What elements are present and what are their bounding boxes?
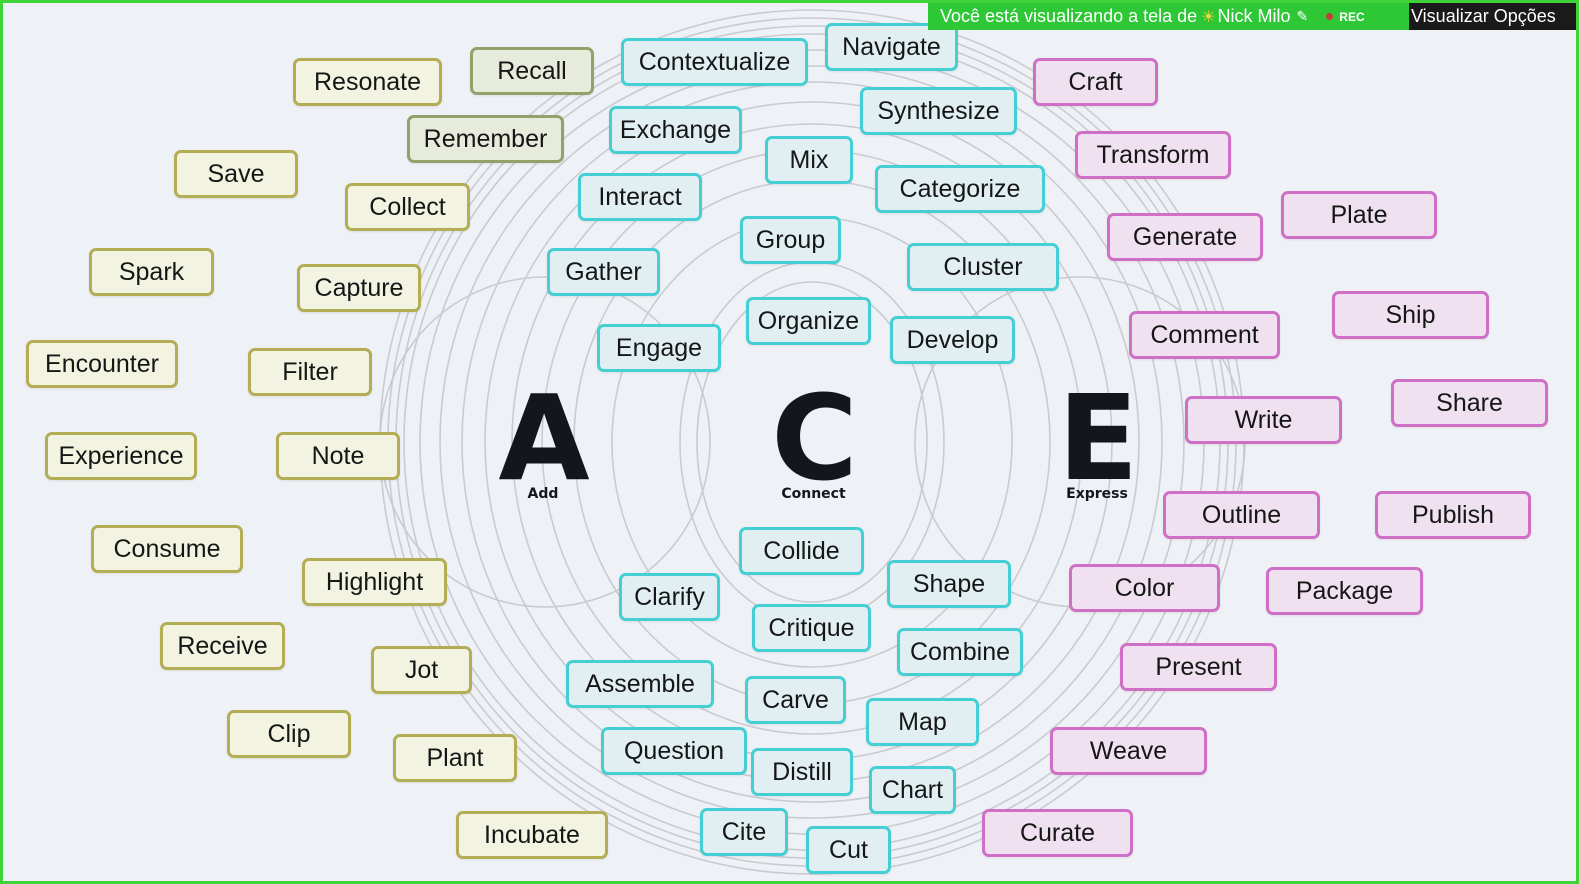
connect-word-chip[interactable]: Organize — [746, 297, 871, 345]
orbit-ring — [439, 65, 1185, 819]
add-word-chip[interactable]: Receive — [160, 622, 285, 670]
orbit-ring — [461, 81, 1163, 803]
add-word-chip[interactable]: Recall — [470, 47, 594, 95]
recording-dot-icon — [1326, 13, 1334, 20]
add-letter: A — [498, 369, 589, 507]
add-word-chip[interactable]: Note — [276, 432, 400, 480]
add-word-chip[interactable]: Resonate — [293, 58, 442, 106]
connect-word-chip[interactable]: Gather — [547, 248, 660, 296]
express-word-chip[interactable]: Comment — [1129, 311, 1280, 359]
express-word-chip[interactable]: Plate — [1281, 191, 1437, 239]
connect-word-chip[interactable]: Shape — [887, 560, 1011, 608]
view-options-button[interactable]: Visualizar Opções — [1409, 3, 1576, 30]
add-word-chip[interactable]: Highlight — [302, 558, 447, 606]
add-word-chip[interactable]: Consume — [91, 525, 243, 573]
express-word-chip[interactable]: Color — [1069, 564, 1220, 612]
connect-word-chip[interactable]: Collide — [739, 527, 864, 575]
add-word-chip[interactable]: Plant — [393, 734, 517, 782]
add-word-chip[interactable]: Jot — [371, 646, 472, 694]
connect-word-chip[interactable]: Synthesize — [860, 87, 1017, 135]
express-word-chip[interactable]: Present — [1120, 643, 1277, 691]
add-word-chip[interactable]: Remember — [407, 115, 564, 163]
venn-circle-connect — [696, 281, 928, 603]
connect-caption: Connect — [781, 486, 846, 502]
connect-word-chip[interactable]: Carve — [745, 676, 846, 724]
rec-label: REC — [1339, 9, 1365, 24]
add-word-chip[interactable]: Save — [174, 150, 298, 198]
express-word-chip[interactable]: Transform — [1075, 131, 1231, 179]
add-word-chip[interactable]: Spark — [89, 248, 214, 296]
connect-word-chip[interactable]: Question — [601, 727, 747, 775]
express-word-chip[interactable]: Package — [1266, 567, 1423, 615]
connect-word-chip[interactable]: Develop — [890, 316, 1015, 364]
express-word-chip[interactable]: Craft — [1033, 58, 1158, 106]
presenter-name: Nick Milo — [1217, 6, 1291, 26]
connect-word-chip[interactable]: Categorize — [875, 165, 1045, 213]
sun-icon: ☀ — [1201, 8, 1216, 26]
connect-word-chip[interactable]: Distill — [751, 748, 853, 796]
connect-word-chip[interactable]: Cite — [700, 808, 788, 856]
connect-word-chip[interactable]: Engage — [597, 324, 721, 372]
connect-letter: C — [771, 369, 858, 507]
add-hub-letter: A Add — [488, 369, 598, 507]
connect-word-chip[interactable]: Combine — [897, 628, 1023, 676]
express-word-chip[interactable]: Generate — [1107, 213, 1263, 261]
connect-hub-letter: C Connect — [756, 369, 871, 507]
express-caption: Express — [1066, 486, 1128, 502]
connect-word-chip[interactable]: Map — [866, 698, 979, 746]
add-word-chip[interactable]: Experience — [45, 432, 197, 480]
express-hub-letter: E Express — [1042, 369, 1152, 507]
add-caption: Add — [527, 486, 559, 502]
express-word-chip[interactable]: Weave — [1050, 727, 1207, 775]
muted-mic-icon: ✎ — [1296, 8, 1309, 24]
connect-word-chip[interactable]: Clarify — [619, 573, 720, 621]
connect-word-chip[interactable]: Exchange — [609, 106, 742, 154]
add-word-chip[interactable]: Incubate — [456, 811, 608, 859]
express-word-chip[interactable]: Ship — [1332, 291, 1489, 339]
connect-word-chip[interactable]: Cut — [806, 826, 891, 874]
connect-word-chip[interactable]: Assemble — [566, 660, 714, 708]
add-word-chip[interactable]: Capture — [297, 264, 421, 312]
viewing-text: Você está visualizando a tela de — [940, 6, 1198, 26]
connect-word-chip[interactable]: Group — [740, 216, 841, 264]
express-word-chip[interactable]: Publish — [1375, 491, 1531, 539]
add-word-chip[interactable]: Filter — [248, 348, 372, 396]
screen-share-banner: Você está visualizando a tela de ☀ Nick … — [928, 3, 1409, 30]
add-word-chip[interactable]: Encounter — [26, 340, 178, 388]
connect-word-chip[interactable]: Critique — [752, 604, 871, 652]
connect-word-chip[interactable]: Chart — [869, 766, 956, 814]
add-word-chip[interactable]: Clip — [227, 710, 351, 758]
connect-word-chip[interactable]: Contextualize — [621, 38, 808, 86]
add-word-chip[interactable]: Collect — [345, 183, 470, 231]
express-letter: E — [1057, 369, 1139, 507]
recording-indicator: REC — [1326, 9, 1365, 24]
express-word-chip[interactable]: Curate — [982, 809, 1133, 857]
connect-word-chip[interactable]: Mix — [765, 136, 853, 184]
express-word-chip[interactable]: Write — [1185, 396, 1342, 444]
express-word-chip[interactable]: Outline — [1163, 491, 1320, 539]
connect-word-chip[interactable]: Interact — [578, 173, 702, 221]
express-word-chip[interactable]: Share — [1391, 379, 1548, 427]
connect-word-chip[interactable]: Navigate — [825, 23, 958, 71]
connect-word-chip[interactable]: Cluster — [907, 243, 1059, 291]
